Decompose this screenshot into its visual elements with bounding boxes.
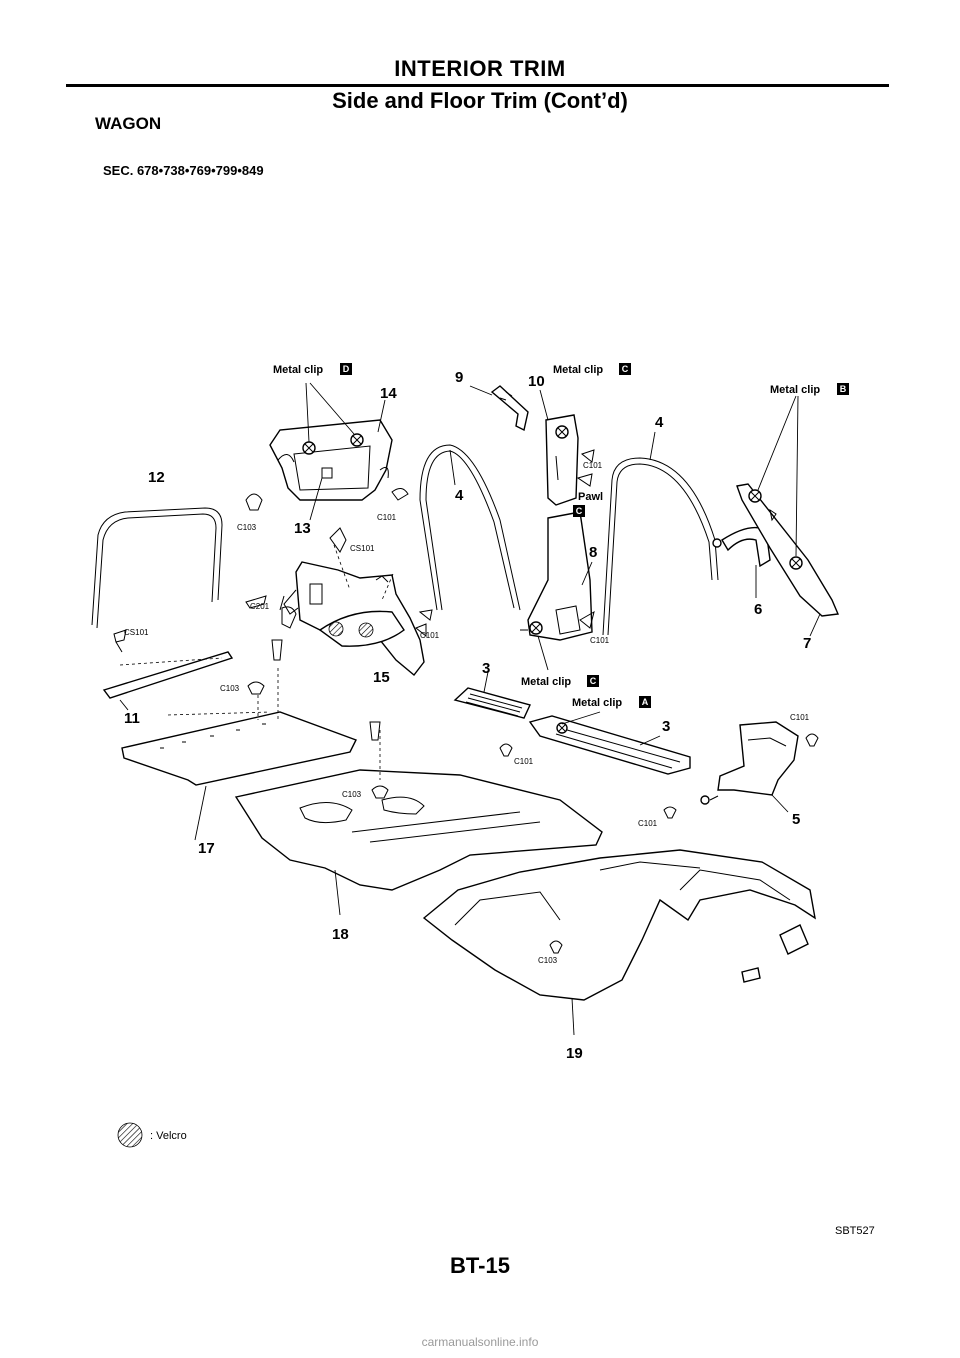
part-6-assist-grip xyxy=(712,526,771,598)
clip-code-c101: C101 xyxy=(514,757,534,766)
letter-badge-d xyxy=(340,363,352,375)
part-number-10: 10 xyxy=(528,373,545,390)
letter-c-bottom: C xyxy=(590,676,597,686)
sec-codes: SEC. 678•738•769•799•849 xyxy=(103,163,264,178)
part-number-12: 12 xyxy=(148,469,165,486)
part-number-14: 14 xyxy=(380,385,397,402)
page-header-title: INTERIOR TRIM xyxy=(394,56,566,81)
part-number-15: 15 xyxy=(373,669,390,686)
letter-badge-b xyxy=(837,383,849,395)
part-10-center-pillar-upper xyxy=(539,389,579,506)
clip-code-c103: C103 xyxy=(538,956,558,965)
velcro-symbol xyxy=(117,1122,143,1148)
part-number-5: 5 xyxy=(792,811,800,828)
letter-c-pawl: C xyxy=(576,506,583,516)
part-8-center-pillar-lower xyxy=(520,511,593,671)
part-3-kicking-plate-front xyxy=(528,711,691,819)
part-5-kick-panel xyxy=(700,721,819,813)
metal-clip-label-a: Metal clip xyxy=(572,697,622,709)
loose-parts xyxy=(113,449,809,983)
part-number-8: 8 xyxy=(589,544,597,561)
clip-code-c101: C101 xyxy=(377,513,397,522)
clip-code-cs101: CS101 xyxy=(350,544,375,553)
letter-a: A xyxy=(642,697,649,707)
part-17-rear-floor-carpet xyxy=(121,668,357,841)
part-number-13: 13 xyxy=(294,520,311,537)
figure-code: SBT527 xyxy=(835,1225,875,1237)
section-title: WAGON xyxy=(95,114,162,133)
letter-b: B xyxy=(840,384,847,394)
part-number-17: 17 xyxy=(198,840,215,857)
part-7-front-pillar-trim xyxy=(736,395,840,637)
part-number-9: 9 xyxy=(455,369,463,386)
letter-badge-c-bottom xyxy=(587,675,599,687)
letter-d: D xyxy=(343,364,350,374)
part-13-clip xyxy=(309,477,323,521)
part-number-4-left: 4 xyxy=(455,487,464,504)
clip-code-c101: C101 xyxy=(790,713,810,722)
header-divider xyxy=(66,84,889,87)
clip-code-c101: C101 xyxy=(638,819,658,828)
part-number-19: 19 xyxy=(566,1045,583,1062)
part-4-weatherstrip-right xyxy=(602,431,719,636)
pawl-label: Pawl xyxy=(578,491,603,503)
part-number-3-front: 3 xyxy=(662,718,670,735)
clip-code-c103: C103 xyxy=(220,684,240,693)
clip-code-c101: C101 xyxy=(420,631,440,640)
part-number-11: 11 xyxy=(124,710,140,727)
part-number-6: 6 xyxy=(754,601,762,618)
clip-code-c101: C101 xyxy=(583,461,603,470)
letter-badge-a xyxy=(639,696,651,708)
site-footer: carmanualsonline.info xyxy=(421,1335,539,1349)
part-12-weatherstrip xyxy=(91,507,223,629)
part-9-bracket xyxy=(469,385,529,432)
clip-code-c201: C201 xyxy=(250,602,270,611)
metal-clip-label-d: Metal clip xyxy=(273,364,323,376)
part-number-4-right: 4 xyxy=(655,414,664,431)
letter-badge-c-pawl xyxy=(573,505,585,517)
part-number-18: 18 xyxy=(332,926,349,943)
part-19-front-carpet xyxy=(422,849,816,1036)
part-number-7: 7 xyxy=(803,635,811,652)
metal-clip-label-c-top: Metal clip xyxy=(553,364,603,376)
letter-badge-c-top xyxy=(619,363,631,375)
part-4-weatherstrip-left xyxy=(419,444,521,611)
page-number: BT-15 xyxy=(450,1253,510,1278)
metal-clip-label-b: Metal clip xyxy=(770,384,820,396)
part-3-kicking-plate-rear xyxy=(453,671,531,757)
metal-clip-label-c-bottom: Metal clip xyxy=(521,676,571,688)
page-header-subtitle: Side and Floor Trim (Cont’d) xyxy=(332,88,628,113)
part-15-quarter-trim xyxy=(279,527,425,677)
clip-code-c101: C101 xyxy=(590,636,610,645)
clip-code-c103: C103 xyxy=(237,523,257,532)
letter-c-top: C xyxy=(622,364,629,374)
part-18-front-floor-carpet xyxy=(234,730,603,916)
legend-velcro: : Velcro xyxy=(150,1130,187,1142)
part-11-sill-plate xyxy=(102,651,234,711)
part-14-rear-upper-trim xyxy=(245,382,409,511)
clip-code-c103: C103 xyxy=(342,790,362,799)
part-number-3-rear: 3 xyxy=(482,660,490,677)
clip-code-cs101: CS101 xyxy=(124,628,149,637)
